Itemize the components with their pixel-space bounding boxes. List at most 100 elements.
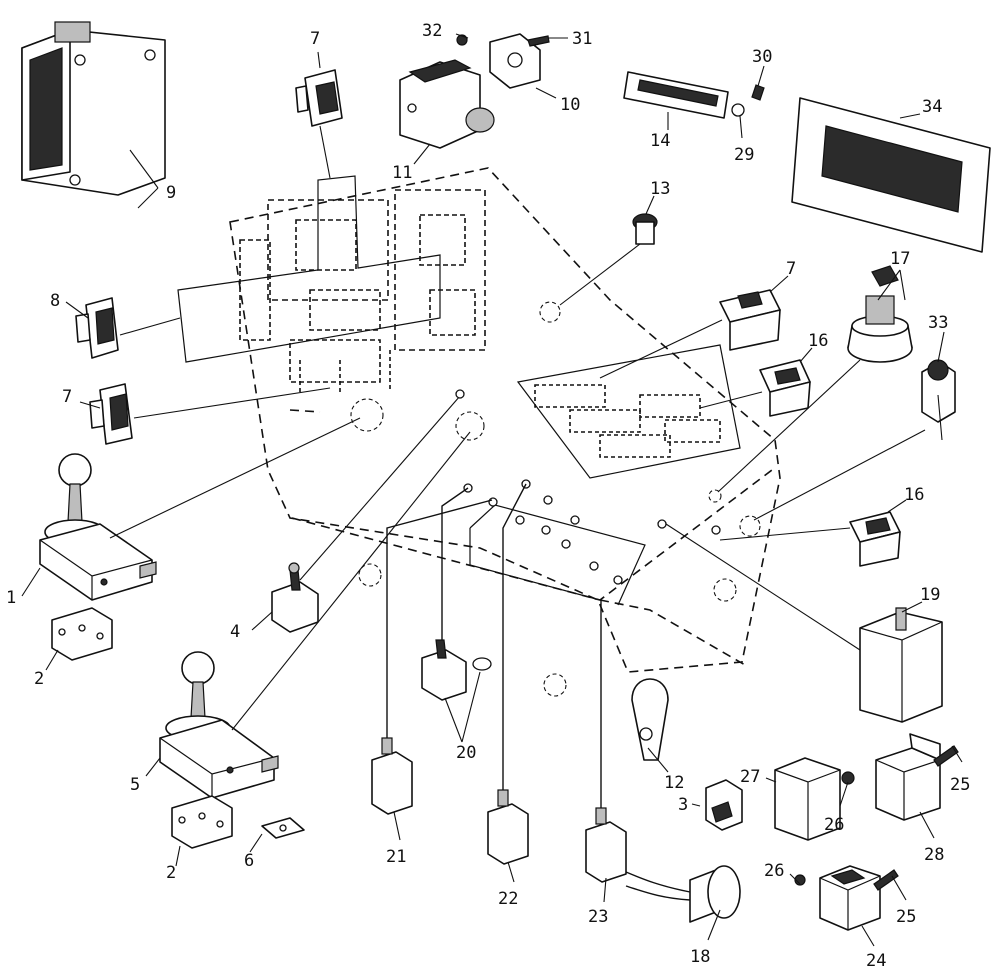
- toggle-switch-20: [421, 639, 492, 701]
- callout-10: 10: [560, 95, 580, 115]
- relay-box-19: [859, 607, 943, 723]
- circuit-breaker-23: [585, 807, 627, 883]
- wire-20: [441, 487, 469, 640]
- callout-33: 33: [928, 313, 948, 333]
- relay-3: [705, 779, 743, 831]
- rocker-switch-8: [75, 297, 119, 359]
- wiring-schematic-right: [516, 344, 741, 479]
- joystick-5: [159, 651, 279, 799]
- wire-22: [502, 483, 527, 790]
- leader-33: [753, 429, 926, 521]
- callout-20: 20: [456, 743, 476, 763]
- callout-7-left: 7: [62, 387, 72, 407]
- callout-9: 9: [166, 183, 176, 203]
- buzzer-18: [625, 865, 741, 923]
- joystick-1: [39, 453, 157, 601]
- wire-21: [386, 499, 493, 738]
- callout-8: 8: [50, 291, 60, 311]
- callout-31: 31: [572, 29, 592, 49]
- rocker-switch-16-upper: [759, 359, 811, 417]
- nut-26-lower: [794, 874, 806, 886]
- callout-7-right: 7: [786, 259, 796, 279]
- callout-18: 18: [690, 947, 710, 967]
- connector-body-11: [399, 59, 495, 149]
- leader-5: [231, 431, 471, 731]
- plate-6: [261, 817, 305, 839]
- callout-7-top: 7: [310, 29, 320, 49]
- callout-21: 21: [386, 847, 406, 867]
- leader-19: [665, 523, 861, 651]
- leader-20: [444, 671, 481, 743]
- callout-4: 4: [230, 622, 240, 642]
- circuit-breaker-21: [371, 737, 413, 815]
- leader-13: [559, 243, 641, 306]
- screw-30: [751, 84, 765, 101]
- callout-26-lower: 26: [764, 861, 784, 881]
- callout-14: 14: [650, 131, 670, 151]
- callout-28: 28: [924, 845, 944, 865]
- callout-2-upper: 2: [34, 669, 44, 689]
- wiring-schematic-left: [177, 175, 486, 395]
- rocker-switch-16-lower: [849, 511, 901, 567]
- leader-16-upper: [699, 391, 763, 409]
- rocker-switch-7-left: [89, 383, 133, 445]
- callout-17: 17: [890, 249, 910, 269]
- circuit-breaker-22: [487, 789, 529, 865]
- leader-7-right: [599, 319, 723, 379]
- terminal-strip-14: [623, 71, 729, 119]
- callout-5: 5: [130, 775, 140, 795]
- micro-switch-2-lower: [171, 795, 233, 849]
- leader-4: [299, 395, 461, 581]
- callout-24: 24: [866, 951, 886, 971]
- rocker-switch-7-right: [719, 289, 781, 351]
- leader-7-top: [319, 125, 331, 179]
- callout-34: 34: [922, 97, 942, 117]
- nut-32: [456, 34, 468, 46]
- leader-16-lower: [719, 527, 851, 541]
- screw-25-lower: [873, 869, 899, 891]
- callout-16-lower: 16: [904, 485, 924, 505]
- screw-25-upper: [933, 745, 959, 767]
- key-lock-33: [921, 359, 956, 441]
- callout-22: 22: [498, 889, 518, 909]
- flasher-relay-27: [774, 757, 841, 841]
- callout-3: 3: [678, 795, 688, 815]
- leader-17: [877, 269, 906, 301]
- relay-28: [875, 733, 941, 821]
- callout-25-upper: 25: [950, 775, 970, 795]
- callout-26-upper: 26: [824, 815, 844, 835]
- callout-25-lower: 25: [896, 907, 916, 927]
- callout-1: 1: [6, 588, 16, 608]
- terminal-bar-34: [791, 97, 991, 253]
- leader-1: [109, 417, 361, 539]
- callout-29: 29: [734, 145, 754, 165]
- screw-31: [527, 35, 550, 47]
- callout-2-lower: 2: [166, 863, 176, 883]
- callout-labels: 1 2 2 3 4 5 6 7 7 7 8 9 10 11 12 13 14 1…: [6, 21, 970, 971]
- nut-26-upper: [841, 771, 855, 785]
- callout-16-upper: 16: [808, 331, 828, 351]
- leader-8: [119, 317, 181, 336]
- leader-9: [129, 149, 159, 189]
- micro-switch-2-upper: [51, 607, 113, 661]
- mounting-plate-10: [489, 33, 541, 89]
- callout-19: 19: [920, 585, 940, 605]
- rocker-switch-7-top: [295, 69, 343, 127]
- leader-7-left: [133, 387, 331, 419]
- callout-30: 30: [752, 47, 772, 67]
- relay-24: [819, 865, 881, 931]
- callout-6: 6: [244, 851, 254, 871]
- push-button-13: [632, 213, 658, 245]
- leader-17-panel: [717, 359, 861, 493]
- control-panel-outline: [229, 167, 781, 697]
- key-switch-17: [847, 265, 913, 363]
- callout-13: 13: [650, 179, 670, 199]
- toggle-switch-4: [271, 562, 319, 633]
- callout-11: 11: [392, 163, 412, 183]
- cable-clamp-12: [631, 678, 669, 761]
- nut-29: [731, 103, 745, 117]
- leader-lines: [21, 33, 963, 947]
- callout-27: 27: [740, 767, 760, 787]
- callout-12: 12: [664, 773, 684, 793]
